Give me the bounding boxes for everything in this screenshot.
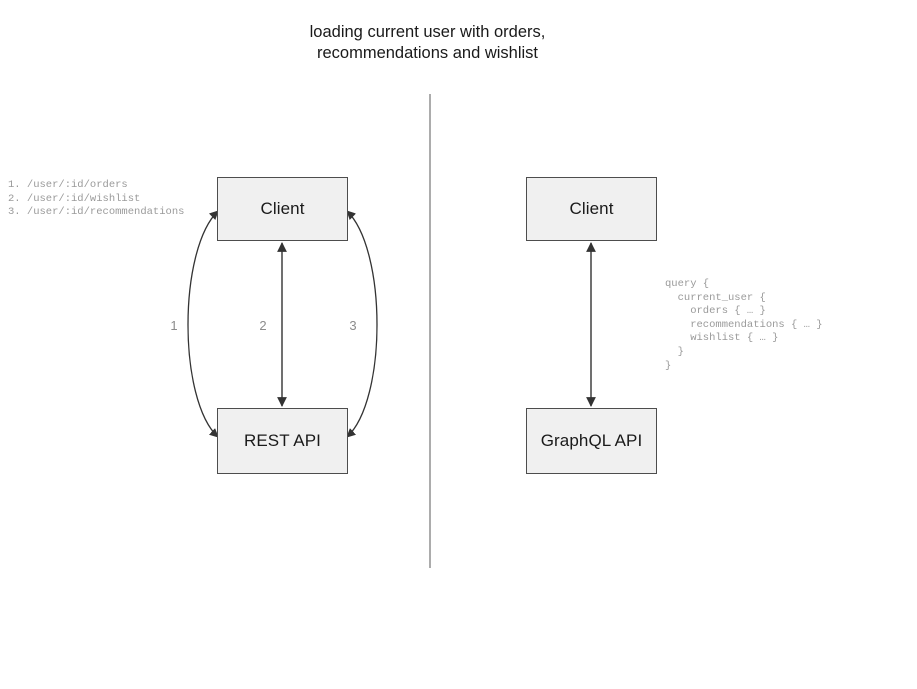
edge-label-3: 3 bbox=[349, 318, 357, 333]
rest-endpoint-list: 1. /user/:id/orders 2. /user/:id/wishlis… bbox=[8, 179, 185, 219]
edge-label-1: 1 bbox=[170, 318, 178, 333]
node-client-rest[interactable]: Client bbox=[217, 177, 348, 241]
edge-label-2: 2 bbox=[259, 318, 267, 333]
node-graphql-api[interactable]: GraphQL API bbox=[526, 408, 657, 474]
node-rest-api[interactable]: REST API bbox=[217, 408, 348, 474]
diagram-title: loading current user with orders, recomm… bbox=[309, 23, 546, 62]
edge-client-rest-1 bbox=[187, 210, 219, 438]
node-client-graphql[interactable]: Client bbox=[526, 177, 657, 241]
graphql-query-snippet: query { current_user { orders { … } reco… bbox=[665, 278, 823, 372]
